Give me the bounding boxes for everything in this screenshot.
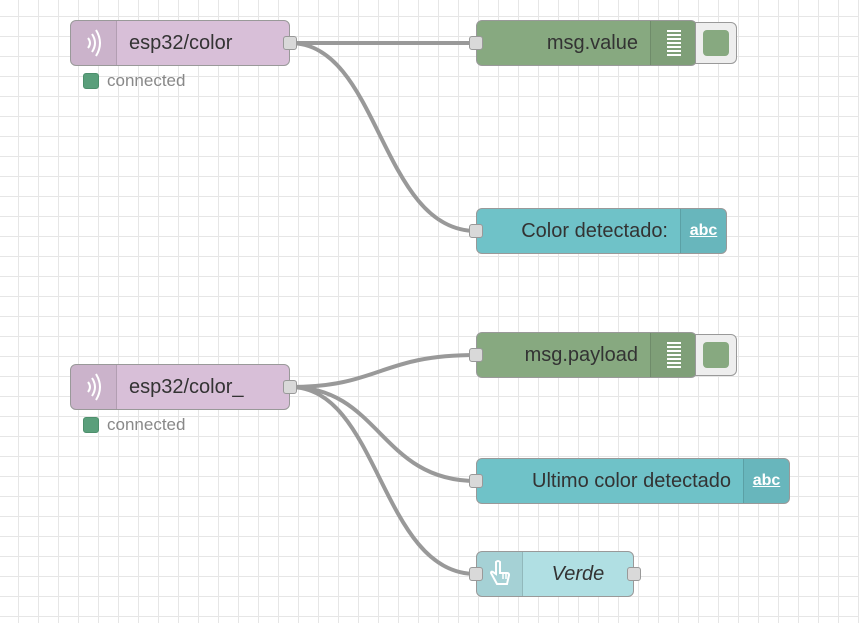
debug-toggle-button[interactable]	[695, 334, 737, 376]
mqtt-in-node-esp32-color_[interactable]: esp32/color_	[70, 364, 290, 410]
output-port[interactable]	[627, 567, 641, 581]
status-text: connected	[107, 415, 186, 434]
node-label: msg.value	[546, 31, 638, 54]
debug-toggle-indicator	[703, 342, 729, 368]
input-port[interactable]	[469, 36, 483, 50]
text-node-ultimo-color-detectado[interactable]: Ultimo color detectado abc	[476, 458, 790, 504]
input-port[interactable]	[469, 224, 483, 238]
wire-mqtt1-text1[interactable]	[289, 41, 477, 233]
abc-icon-text: abc	[752, 472, 781, 489]
wire-mqtt2-text2[interactable]	[289, 385, 477, 483]
node-label: esp32/color_	[129, 375, 244, 398]
node-label: esp32/color	[129, 31, 233, 54]
input-port[interactable]	[469, 348, 483, 362]
mqtt-wave-icon	[71, 365, 117, 409]
node-label: Verde	[551, 562, 605, 585]
input-port[interactable]	[469, 474, 483, 488]
output-port[interactable]	[283, 36, 297, 50]
text-node-color-detectado[interactable]: Color detectado: abc	[476, 208, 727, 254]
status-indicator: connected	[83, 415, 185, 435]
hand-pointer-icon	[477, 552, 523, 596]
debug-toggle-indicator	[703, 30, 729, 56]
status-dot	[83, 417, 99, 433]
wire-mqtt2-button1[interactable]	[289, 385, 477, 576]
abc-icon-text: abc	[689, 222, 718, 239]
mqtt-in-node-esp32-color[interactable]: esp32/color	[70, 20, 290, 66]
abc-text-icon: abc	[743, 459, 789, 503]
node-label: Ultimo color detectado	[532, 469, 731, 492]
mqtt-wave-icon	[71, 21, 117, 65]
wire-mqtt2-debug2[interactable]	[289, 353, 477, 389]
status-text: connected	[107, 71, 186, 90]
abc-text-icon: abc	[680, 209, 726, 253]
button-node-verde[interactable]: Verde	[476, 551, 634, 597]
status-dot	[83, 73, 99, 89]
node-label: Color detectado:	[521, 219, 668, 242]
status-indicator: connected	[83, 71, 185, 91]
list-lines-icon	[650, 333, 696, 377]
debug-toggle-button[interactable]	[695, 22, 737, 64]
input-port[interactable]	[469, 567, 483, 581]
node-label: msg.payload	[524, 343, 638, 366]
output-port[interactable]	[283, 380, 297, 394]
debug-node-msg-payload[interactable]: msg.payload	[476, 332, 697, 378]
debug-node-msg-value[interactable]: msg.value	[476, 20, 697, 66]
list-lines-icon	[650, 21, 696, 65]
